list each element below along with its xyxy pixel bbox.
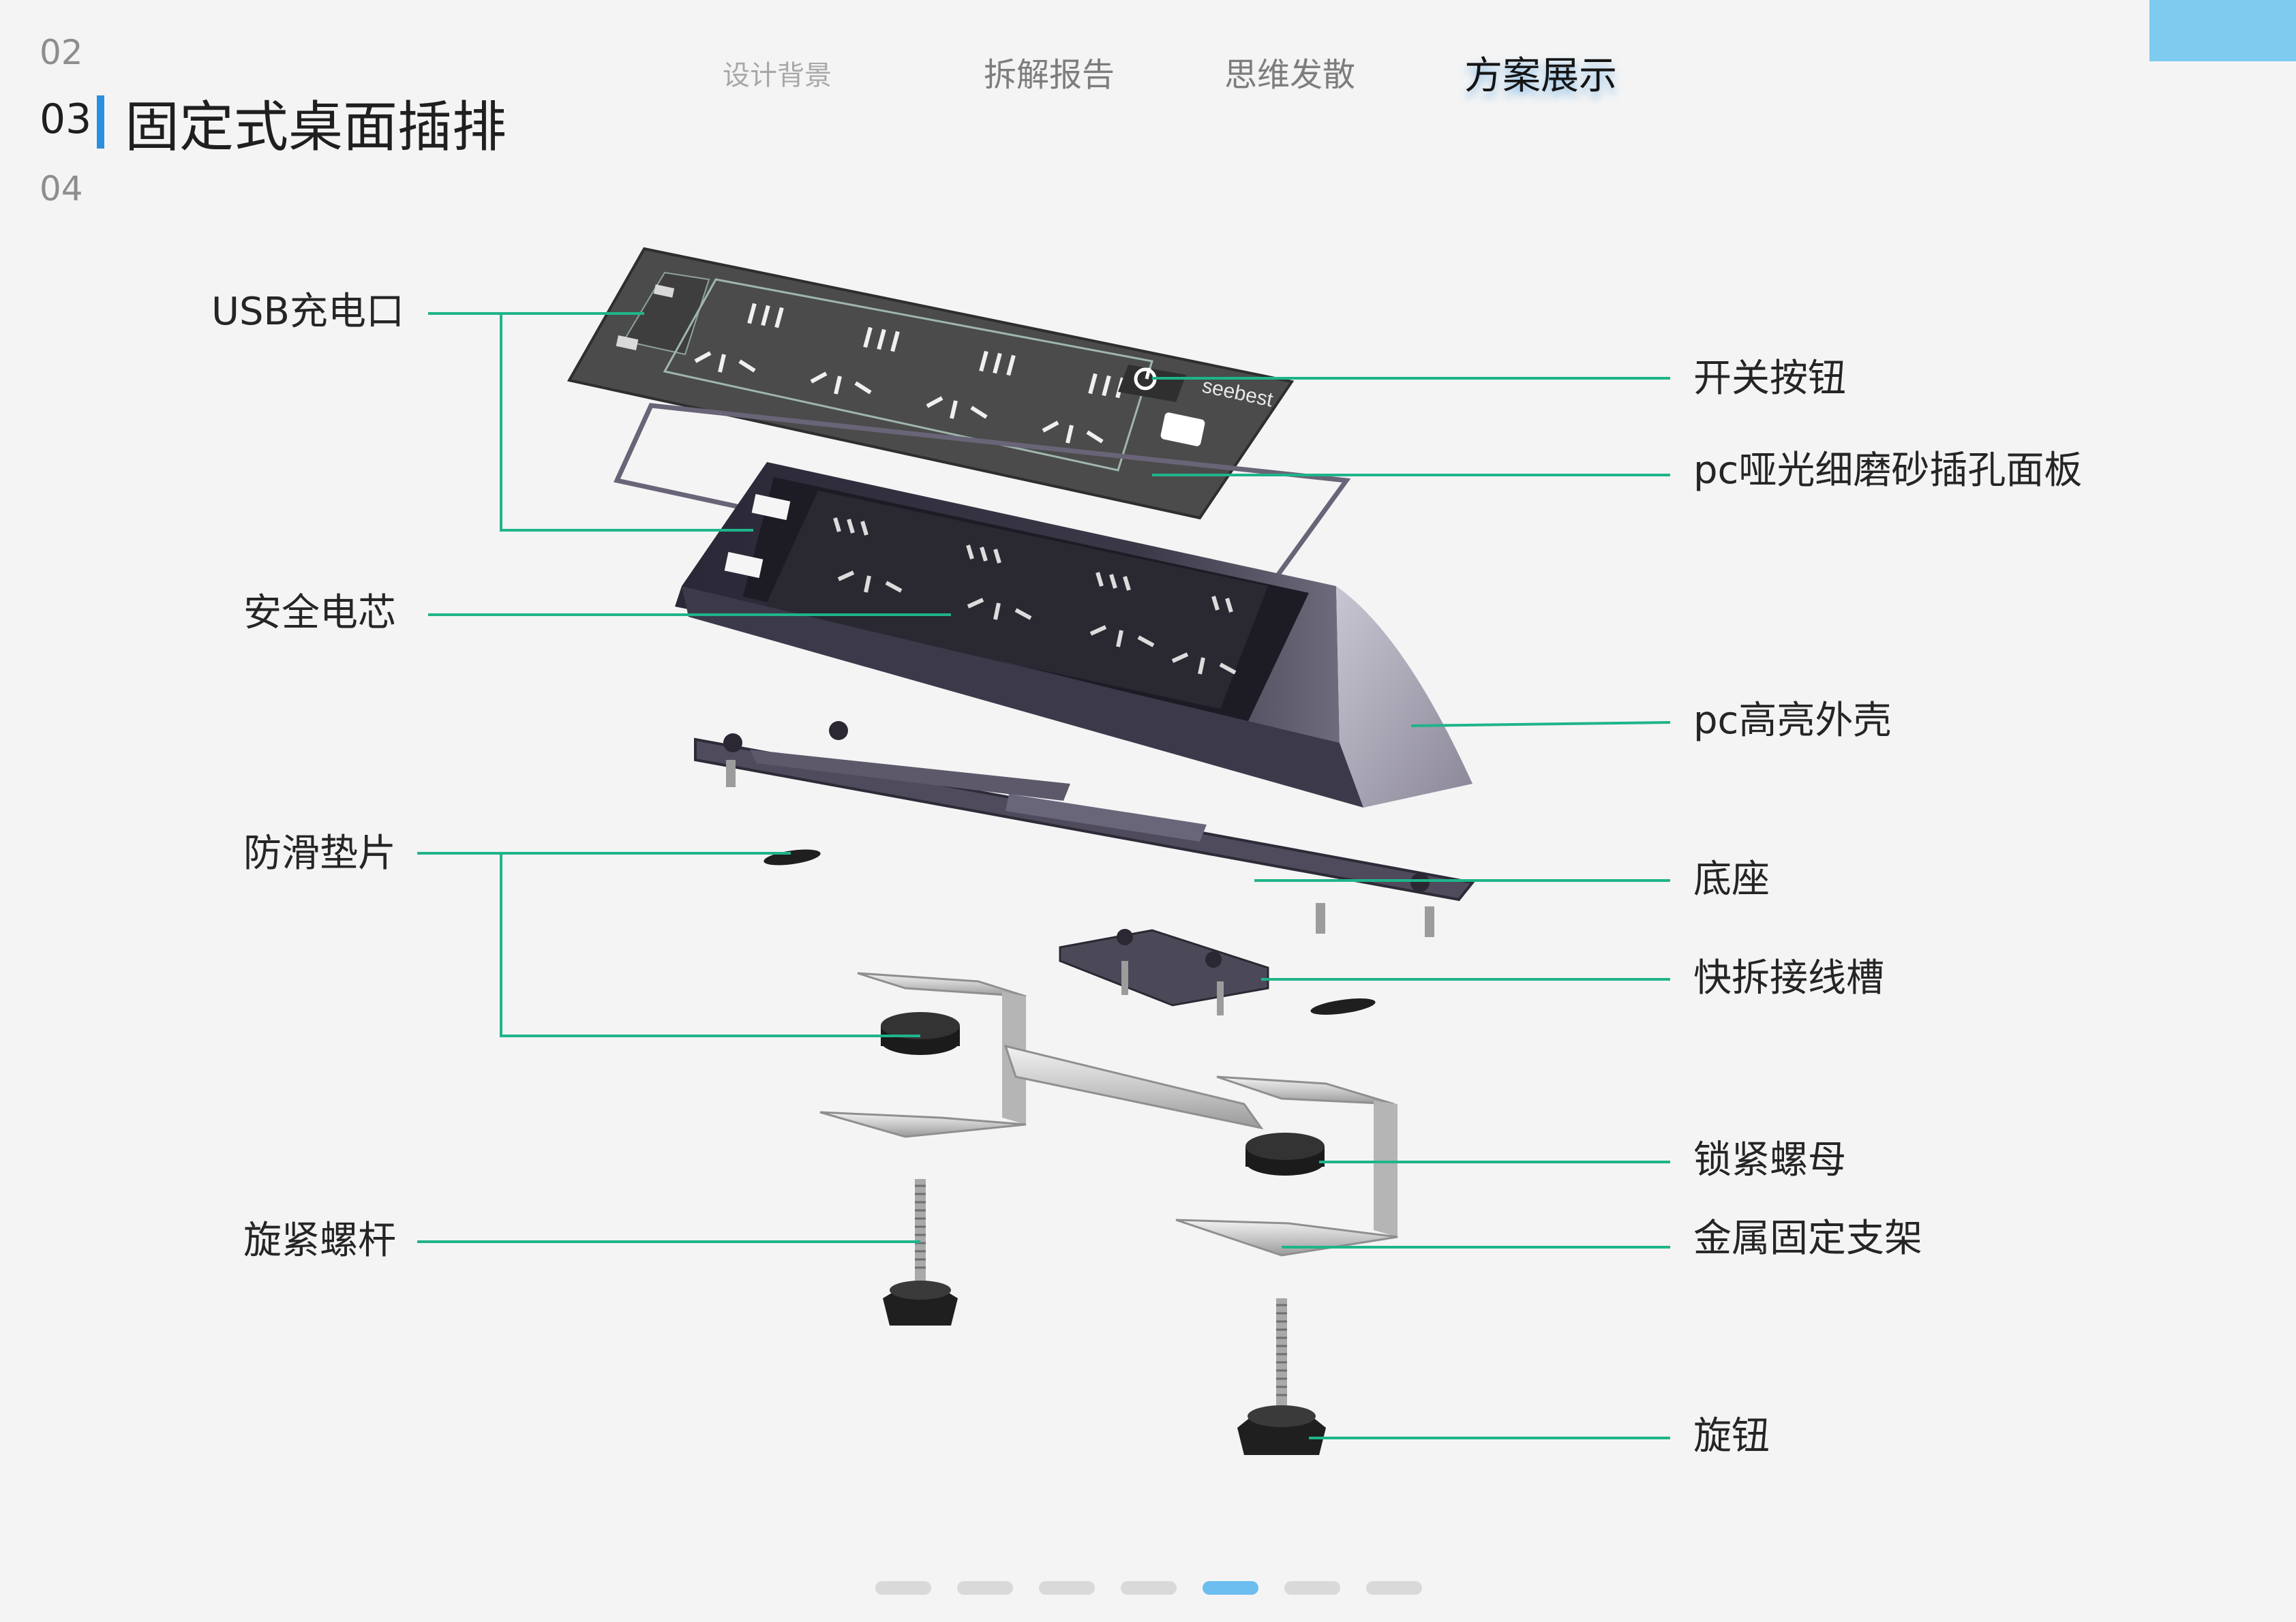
label-knob: 旋钮 <box>1693 1414 1770 1458</box>
active-section-indicator <box>97 95 104 149</box>
screw-left <box>883 1179 958 1326</box>
label-power-button: 开关按钮 <box>1693 356 1846 401</box>
screw-right <box>1237 1298 1326 1455</box>
page-title: 固定式桌面插排 <box>125 95 507 159</box>
page-dot-7[interactable] <box>1366 1581 1422 1595</box>
tab-brainstorm[interactable]: 思维发散 <box>1224 56 1356 94</box>
label-metal-bracket: 金属固定支架 <box>1693 1216 1922 1261</box>
shell-body <box>675 462 1472 808</box>
leader-lines <box>417 312 1671 1439</box>
section-number-next[interactable]: 04 <box>40 169 83 209</box>
page-dot-5[interactable] <box>1203 1581 1258 1595</box>
label-safety-core: 安全电芯 <box>243 591 396 635</box>
page-dot-6[interactable] <box>1284 1581 1340 1595</box>
anti-slip-pad-2 <box>1310 998 1376 1015</box>
label-usb-port: USB充电口 <box>211 290 404 334</box>
corner-tab[interactable] <box>2149 0 2296 61</box>
label-cable-slot: 快拆接线槽 <box>1693 956 1884 1000</box>
tab-solution-showcase[interactable]: 方案展示 <box>1464 54 1617 98</box>
lock-nut-right <box>1245 1133 1325 1176</box>
page-dot-3[interactable] <box>1039 1581 1095 1595</box>
tab-design-background[interactable]: 设计背景 <box>723 60 832 91</box>
page-dot-4[interactable] <box>1121 1581 1177 1595</box>
page-dot-2[interactable] <box>957 1581 1013 1595</box>
label-lock-nut: 锁紧螺母 <box>1693 1138 1846 1182</box>
section-number-current[interactable]: 03 <box>40 95 92 143</box>
label-tightening-screw: 旋紧螺杆 <box>243 1219 396 1263</box>
metal-bracket <box>819 972 1398 1257</box>
lock-nut-left <box>881 1012 960 1055</box>
tab-teardown-report[interactable]: 拆解报告 <box>984 56 1115 94</box>
base-plate <box>694 721 1475 937</box>
label-anti-slip-pad: 防滑垫片 <box>243 831 396 876</box>
label-matte-panel: pc哑光细磨砂插孔面板 <box>1693 448 2083 493</box>
faceplate-panel <box>567 247 1295 520</box>
label-base: 底座 <box>1693 857 1770 902</box>
section-number-prev[interactable]: 02 <box>40 33 83 72</box>
anti-slip-pad-1 <box>764 849 821 866</box>
label-glossy-shell: pc高亮外壳 <box>1693 699 1892 743</box>
cable-slot <box>1059 929 1269 1015</box>
page-dot-1[interactable] <box>875 1581 931 1595</box>
